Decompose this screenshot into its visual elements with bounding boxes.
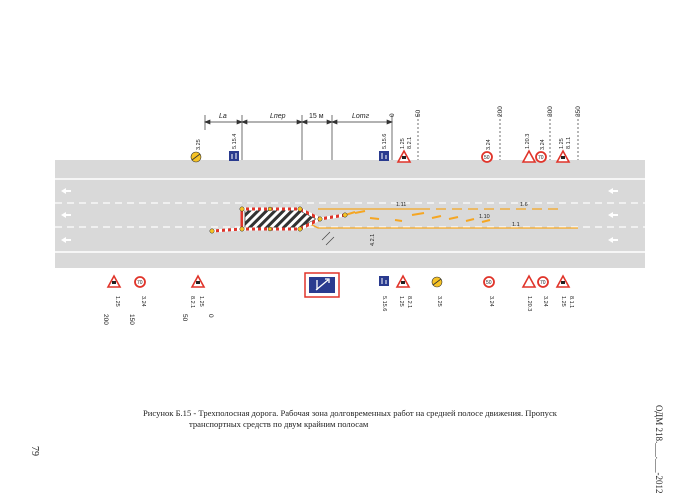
lane-arrows	[61, 188, 618, 243]
marking-labels: 1.11 1.6 1.10 1.1 4.2.1	[370, 202, 528, 246]
label-4-2-1: 4.2.1	[370, 234, 376, 246]
sign-3-24-bottom-b: 50 3.24	[483, 276, 495, 307]
svg-text:70: 70	[538, 155, 544, 161]
marking-1-10	[369, 212, 491, 223]
svg-text:1.25: 1.25	[114, 296, 120, 307]
sign-1-20-3-bottom: 70 1.20.3 3.24	[521, 274, 549, 311]
top-distances: 0 50 200 300 350	[389, 106, 582, 117]
dist-top-350: 350	[575, 106, 582, 117]
svg-text:3.24: 3.24	[540, 139, 546, 150]
svg-text:3.24: 3.24	[486, 139, 492, 150]
barrier-entry	[211, 227, 243, 233]
direction-board	[304, 272, 340, 298]
sign-1-25-8-1-1-top: 1.25 8.1.1	[555, 137, 572, 163]
svg-text:3.24: 3.24	[542, 296, 548, 307]
dist-top-50: 50	[415, 109, 422, 117]
svg-text:1.25: 1.25	[398, 296, 404, 307]
sign-1-25-8-2-1-bottom-b: 1.25 8.2.1	[395, 274, 412, 308]
arrow-icon	[61, 188, 66, 194]
sign-3-25-top: 3.25	[190, 139, 202, 163]
dist-bottom-50: 50	[181, 314, 188, 322]
sign-1-25-8-2-1-bottom: 8.2.1 1.25	[189, 274, 206, 308]
arrow-icon	[66, 190, 71, 192]
svg-text:1.25: 1.25	[559, 138, 565, 149]
marking-4-2-1-arrows	[321, 231, 335, 246]
arrow-icon	[608, 188, 613, 194]
svg-text:8.2.1: 8.2.1	[189, 296, 195, 308]
sign-3-24-bottom: 70 3.24	[134, 276, 146, 307]
sign-1-25-8-1-1-bottom: 1.25 8.1.1	[555, 274, 574, 308]
svg-text:70: 70	[540, 280, 546, 286]
svg-text:1.20.3: 1.20.3	[525, 134, 531, 149]
svg-text:50: 50	[486, 280, 492, 286]
svg-text:3.25: 3.25	[436, 296, 442, 307]
sign-5-15-6-top: 5.15.6	[379, 134, 389, 161]
work-zone	[209, 206, 348, 246]
arrow-icon	[66, 239, 71, 241]
dist-bottom-0: 0	[207, 314, 214, 318]
svg-text:8.2.1: 8.2.1	[406, 296, 412, 308]
svg-text:1.20.3: 1.20.3	[526, 296, 532, 311]
svg-text:5.15.6: 5.15.6	[382, 134, 388, 149]
arrow-icon	[608, 237, 613, 243]
barrier-fence	[240, 207, 324, 231]
label-1-6: 1.6	[520, 202, 528, 208]
document-code: ОДМ 218.___.___-2012	[654, 405, 664, 494]
sign-1-25-top: 1.25 8.2.1	[396, 137, 413, 163]
dist-top-0: 0	[389, 113, 396, 117]
page-number: 79	[29, 446, 40, 456]
dimension-line	[204, 115, 579, 160]
sign-5-15-6-bottom: 5.15.6	[379, 276, 389, 311]
arrow-icon	[61, 212, 66, 218]
label-1-1: 1.1	[512, 222, 520, 228]
svg-text:8.2.1: 8.2.1	[407, 137, 413, 149]
sign-1-25-bottom-200: 1.25	[106, 274, 122, 307]
svg-text:3.24: 3.24	[488, 296, 494, 307]
svg-text:5.15.4: 5.15.4	[232, 134, 238, 149]
dim-lotg: Lотг	[352, 113, 370, 120]
dist-top-200: 200	[497, 106, 504, 117]
arrow-icon	[613, 190, 618, 192]
svg-text:3.25: 3.25	[196, 139, 202, 150]
dim-la: Lа	[219, 113, 227, 120]
svg-text:1.25: 1.25	[560, 296, 566, 307]
label-1-10: 1.10	[479, 214, 490, 220]
arrow-icon	[66, 214, 71, 216]
caption-line-2: транспортных средств по двум крайним пол…	[189, 419, 369, 429]
svg-text:8.1.1: 8.1.1	[566, 137, 572, 149]
arrow-icon	[613, 239, 618, 241]
svg-text:50: 50	[484, 155, 490, 161]
svg-text:3.24: 3.24	[140, 296, 146, 307]
svg-text:1.25: 1.25	[400, 138, 406, 149]
label-1-11: 1.11	[396, 202, 406, 208]
signs-bottom: 1.25 70 3.24 8.2.1 1.25 5.15.6 1.25	[106, 272, 574, 311]
dim-lper: Lпер	[270, 113, 286, 120]
figure-caption: Рисунок Б.15 - Трехполосная дорога. Рабо…	[143, 408, 623, 430]
svg-text:8.1.1: 8.1.1	[568, 296, 574, 308]
dist-bottom-200: 200	[102, 314, 109, 325]
bottom-distances: 200 150 50 0	[102, 314, 214, 325]
arrow-icon	[61, 237, 66, 243]
caption-line-1: Рисунок Б.15 - Трехполосная дорога. Рабо…	[143, 408, 557, 418]
arrow-icon	[613, 214, 618, 216]
dim-15m: 15 м	[309, 113, 324, 120]
dist-bottom-150: 150	[128, 314, 135, 325]
dist-top-300: 300	[547, 106, 554, 117]
warning-lights	[209, 206, 348, 234]
sign-3-24-top: 50 3.24	[481, 139, 493, 163]
svg-text:1.25: 1.25	[198, 296, 204, 307]
sign-3-25-bottom: 3.25	[431, 276, 443, 307]
svg-text:5.15.6: 5.15.6	[381, 296, 387, 311]
svg-text:70: 70	[137, 280, 143, 286]
sign-1-20-3-top: 70 1.20.3 3.24	[521, 134, 547, 163]
signs-top: 3.25 5.15.4 5.15.6 1.25 8.2.1 50 3.24 70	[190, 134, 572, 163]
barrier-exit	[319, 213, 346, 221]
arrow-icon	[608, 212, 613, 218]
sign-5-15-4-top: 5.15.4	[229, 134, 239, 161]
